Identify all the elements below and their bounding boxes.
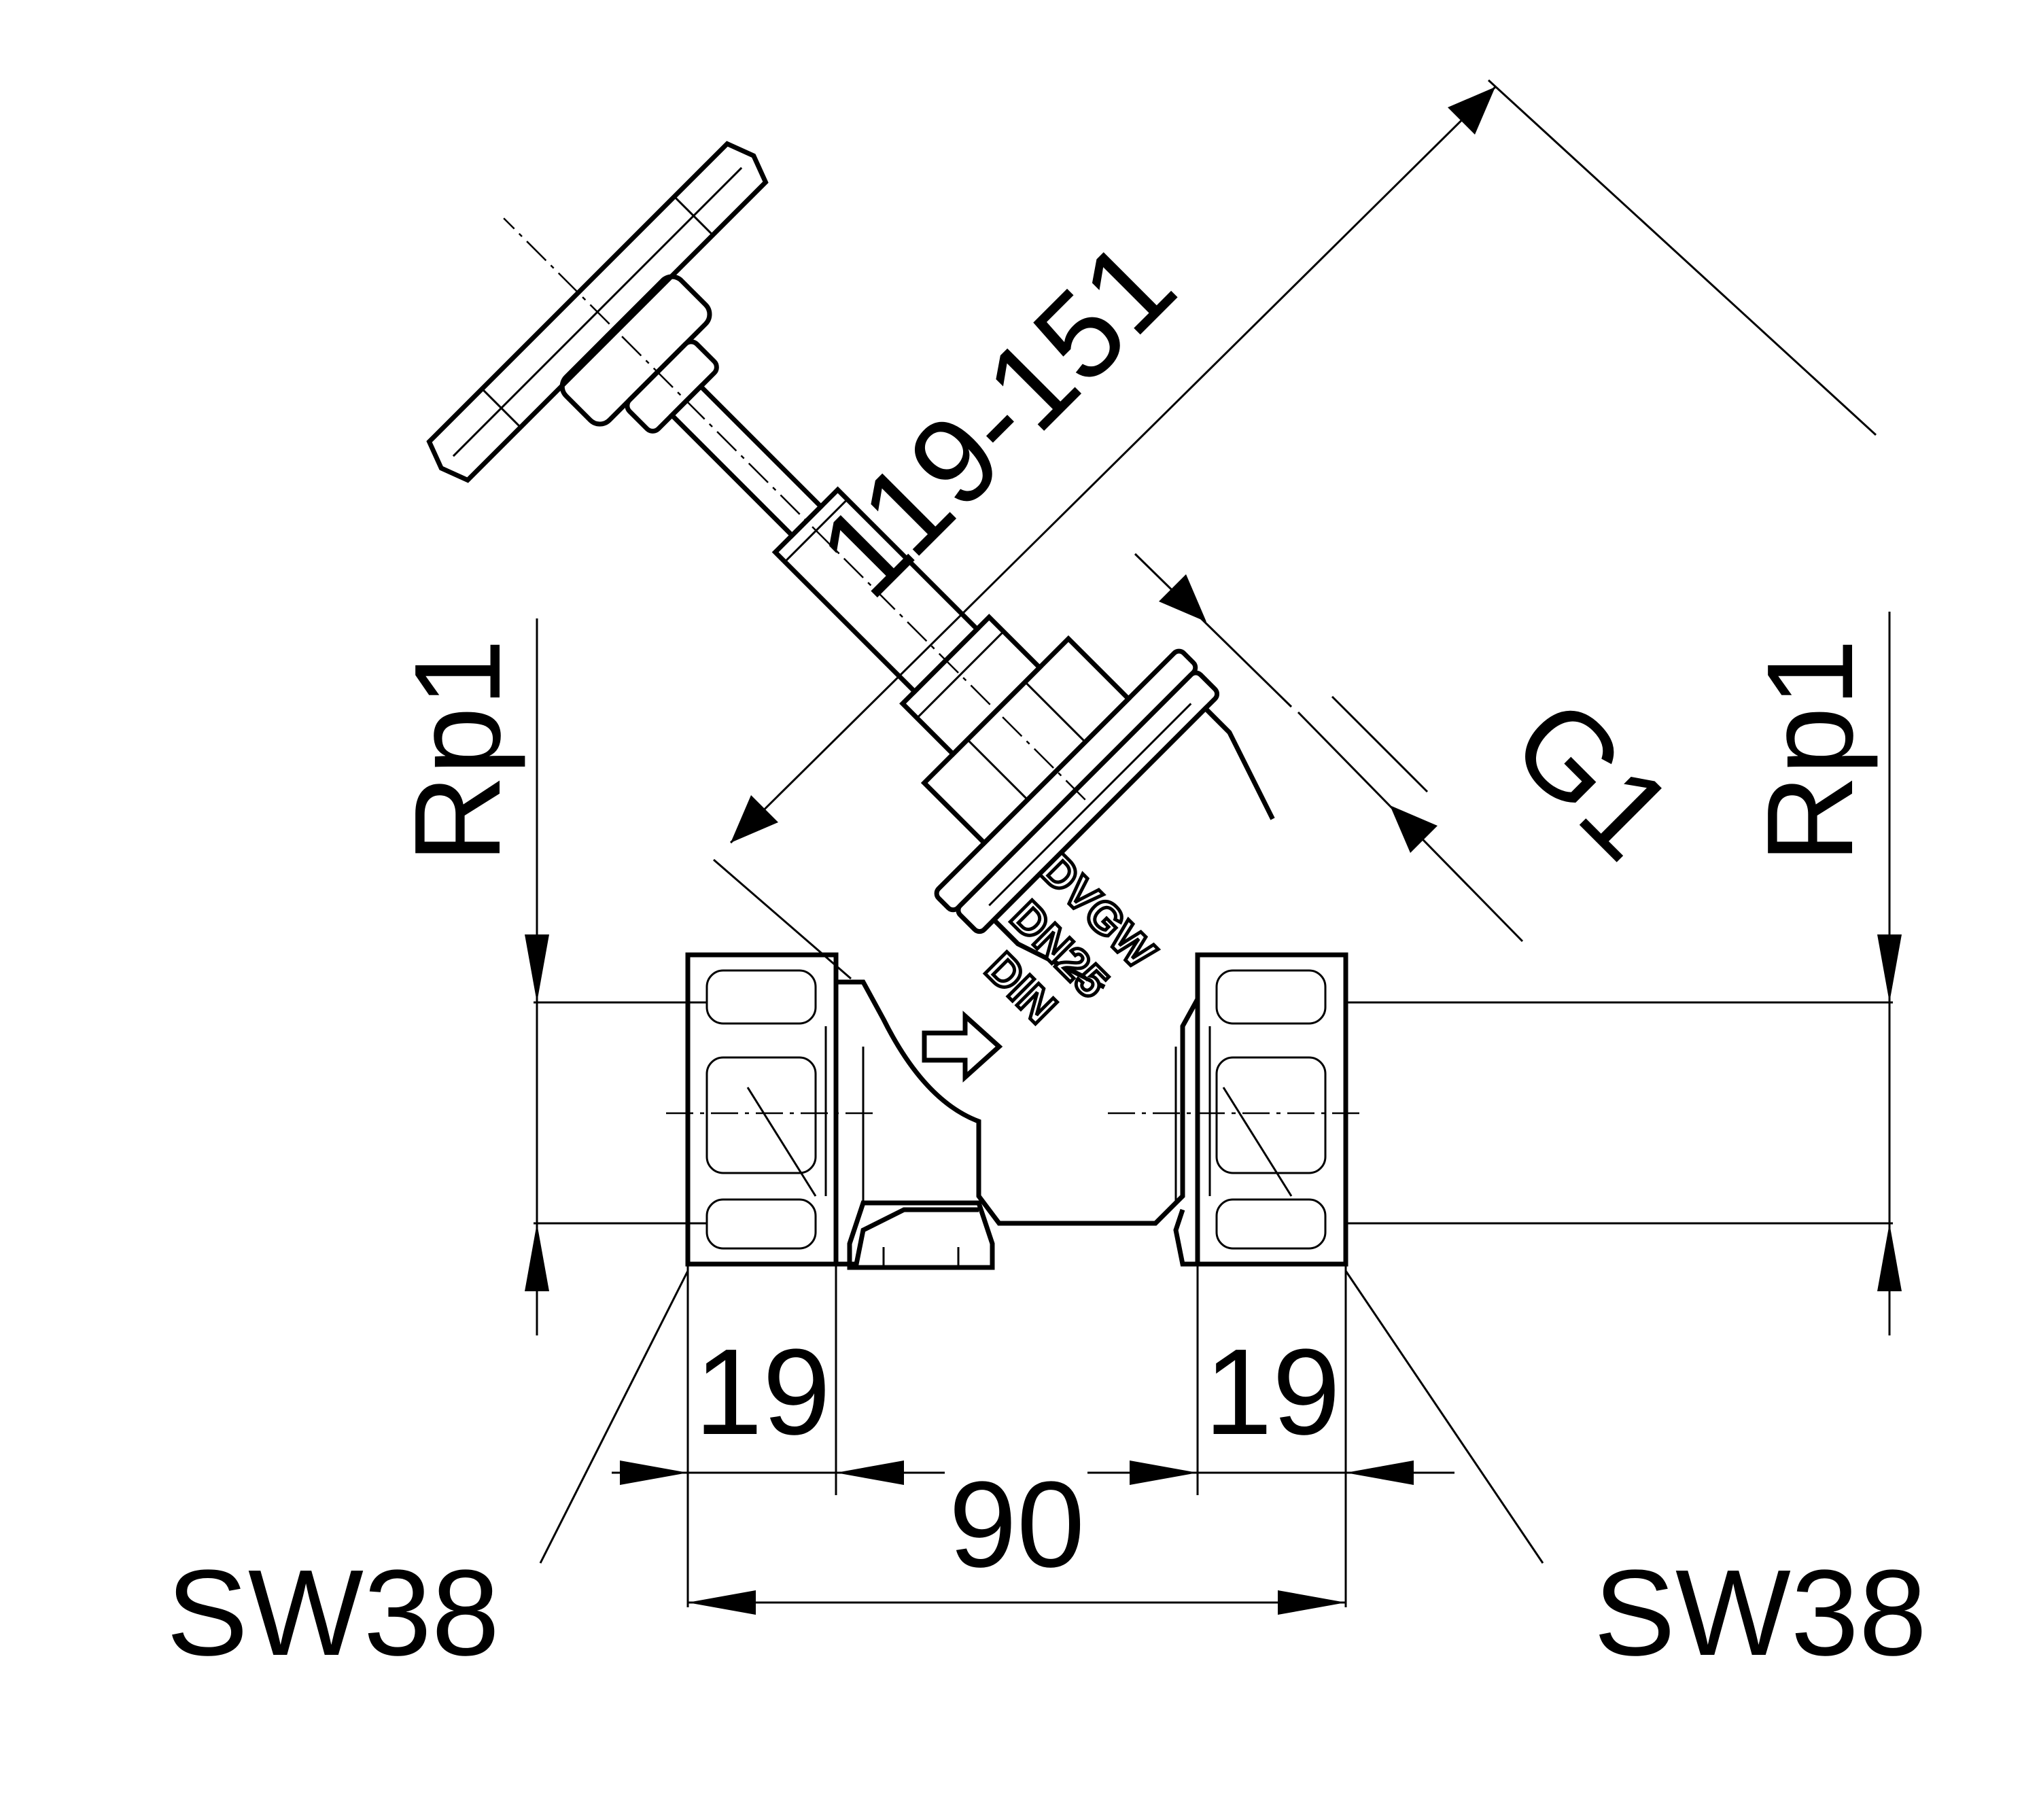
valve-body [685, 952, 1348, 1270]
handwheel-icon [426, 141, 769, 483]
bonnet-assembly [426, 141, 1275, 990]
left-hex-connector [685, 952, 839, 1267]
dim-overall-length: 119-151 [713, 79, 1877, 980]
label-left-wrench-size: SW38 [167, 1545, 500, 1681]
label-right-wrench-size: SW38 [1594, 1545, 1927, 1681]
label-left-thread-depth: 19 [695, 1324, 831, 1460]
right-hex-connector [1195, 952, 1348, 1267]
label-right-thread: Rp1 [1742, 639, 1879, 863]
label-right-thread-depth: 19 [1204, 1324, 1340, 1460]
dim-wrench-sizes: SW38 SW38 [167, 1270, 1927, 1681]
dim-body-length: 90 [688, 1456, 1346, 1615]
label-body-length: 90 [949, 1456, 1085, 1593]
dim-left-thread: Rp1 [389, 618, 707, 1335]
arrow-right-icon [922, 1011, 1003, 1083]
dim-right-thread: Rp1 [1346, 612, 1902, 1335]
dim-thread-depths: 19 19 [612, 1264, 1454, 1607]
label-left-thread: Rp1 [389, 639, 526, 863]
label-overall-length: 119-151 [793, 215, 1201, 623]
body-markings: DVGW DN25 DIN [975, 842, 1168, 1034]
label-outlet-thread: G1 [1487, 673, 1699, 886]
dim-outlet-thread: G1 [1134, 553, 1699, 943]
